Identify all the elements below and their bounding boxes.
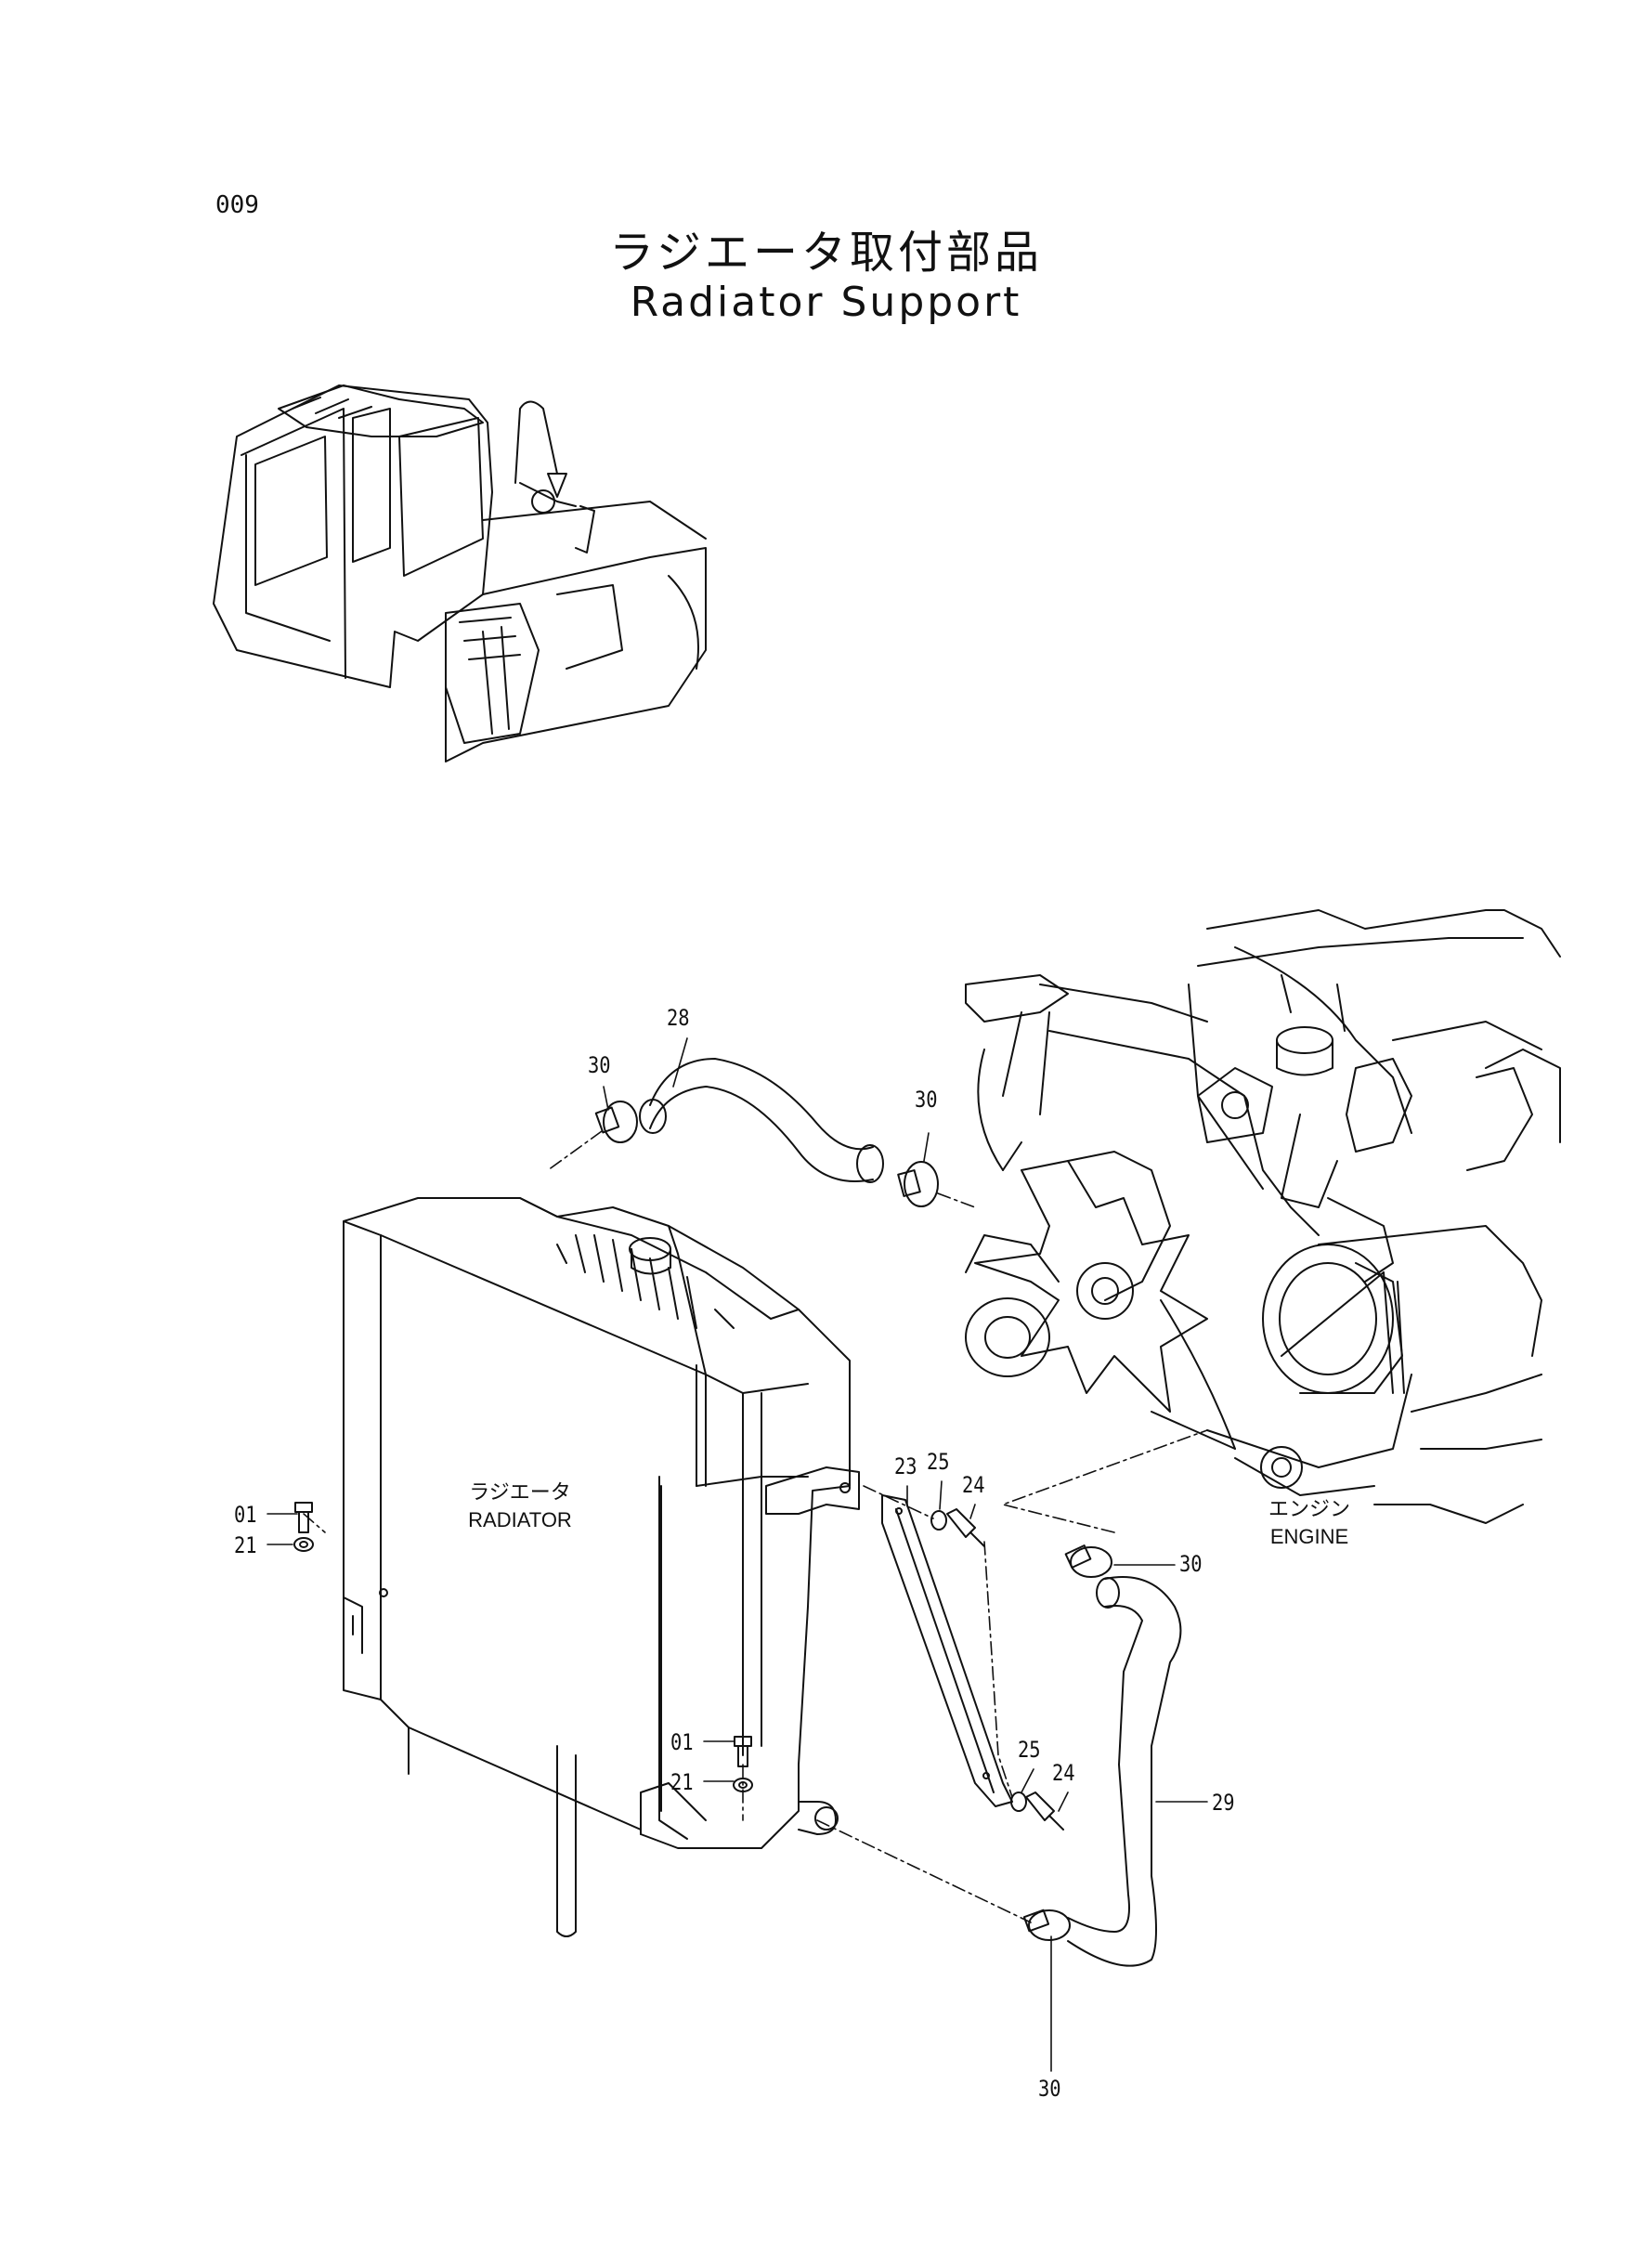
engine-label-japanese: エンジン	[1268, 1497, 1350, 1520]
hose-clamp	[596, 1101, 1112, 1940]
callout-leaders	[267, 1038, 1207, 2071]
callout-21-left: 21	[234, 1532, 257, 1558]
callout-29: 29	[1212, 1790, 1235, 1816]
callout-24-upper: 24	[962, 1472, 985, 1498]
callout-30-mid: 30	[1179, 1551, 1203, 1577]
callout-25-upper: 25	[927, 1449, 950, 1475]
engine-illustration	[966, 910, 1560, 1523]
page-number: 009	[215, 191, 259, 219]
callout-01-left: 01	[234, 1502, 257, 1528]
engine-label: エンジン ENGINE	[1254, 1495, 1365, 1551]
washer	[294, 1511, 1026, 1811]
engine-label-english: ENGINE	[1269, 1525, 1349, 1548]
stay-bar	[882, 1495, 1012, 1806]
callout-30-bottom: 30	[1038, 2076, 1061, 2102]
page-title-japanese: ラジエータ取付部品	[608, 227, 1044, 279]
callout-21-center: 21	[670, 1769, 694, 1795]
assembly-guide-lines	[304, 1131, 1207, 1922]
radiator-illustration	[344, 1198, 859, 1936]
excavator-overview-illustration	[214, 385, 706, 762]
callout-23: 23	[894, 1453, 917, 1479]
callout-01-center: 01	[670, 1729, 694, 1755]
radiator-label: ラジエータ RADIATOR	[446, 1479, 594, 1534]
callout-24-lower: 24	[1052, 1760, 1075, 1786]
page-title-english: Radiator Support	[630, 279, 1022, 326]
upper-radiator-hose	[640, 1059, 883, 1182]
radiator-label-japanese: ラジエータ	[469, 1480, 571, 1504]
callout-30-top-left: 30	[588, 1052, 611, 1078]
callout-30-top-right: 30	[915, 1087, 938, 1113]
callout-25-lower: 25	[1018, 1737, 1041, 1763]
radiator-label-english: RADIATOR	[468, 1508, 572, 1531]
bolt	[295, 1503, 1063, 1830]
lower-radiator-hose	[1068, 1577, 1180, 1966]
callout-28: 28	[667, 1005, 690, 1031]
